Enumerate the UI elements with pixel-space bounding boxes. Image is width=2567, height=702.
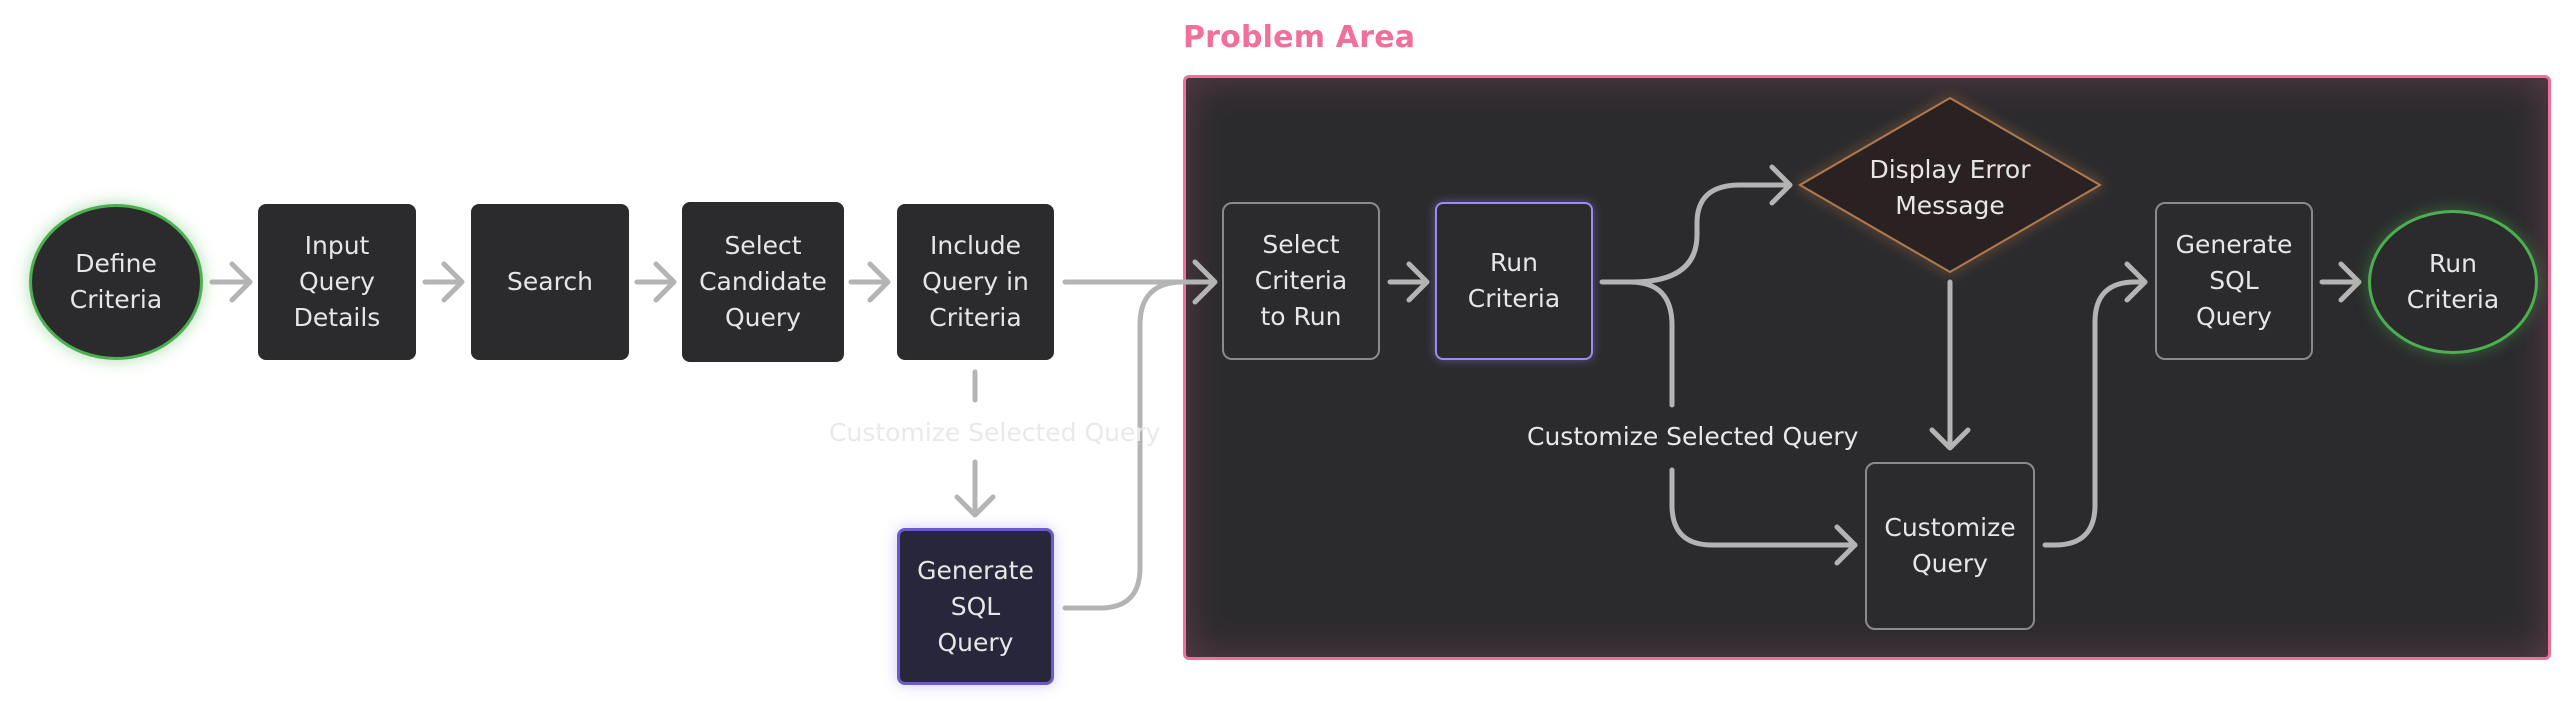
node-label: Select Criteria to Run [1254,230,1348,331]
node-label: Include Query in Criteria [922,231,1029,332]
node-select-criteria-to-run: Select Criteria to Run [1222,202,1380,360]
arrow-search-to-select [634,261,677,303]
node-search: Search [471,204,629,360]
diamond-label-display-error: Display Error Message [1800,148,2100,228]
node-select-candidate-query: Select Candidate Query [682,202,844,362]
arrow-input-to-search [422,261,465,303]
node-generate-sql-query-left: Generate SQL Query [897,528,1054,685]
node-label: Display Error Message [1869,155,2031,220]
end-node-run-criteria: Run Criteria [2368,210,2538,354]
node-label: Search [507,267,593,296]
node-run-criteria: Run Criteria [1435,202,1593,360]
start-node-define-criteria: Define Criteria [29,204,203,360]
label-customize-selected-query-outer: Customize Selected Query [829,418,1161,447]
arrow-define-to-input [209,261,253,303]
node-include-query-in-criteria: Include Query in Criteria [897,204,1054,360]
node-label: Customize Query [1884,513,2016,578]
node-label: Run Criteria [1467,248,1561,313]
label-customize-selected-query-inner: Customize Selected Query [1527,422,1859,451]
node-label: Generate SQL Query [2175,230,2293,331]
node-customize-query: Customize Query [1865,462,2035,630]
problem-area-title: Problem Area [1183,20,1416,55]
node-label: Run Criteria [2406,249,2500,314]
node-label: Select Candidate Query [699,231,827,332]
node-label: Define Criteria [69,249,163,314]
node-label: Generate SQL Query [917,555,1034,657]
arrow-include-down-generate [954,459,996,518]
node-generate-sql-query-right: Generate SQL Query [2155,202,2313,360]
node-input-query-details: Input Query Details [258,204,416,360]
arrow-select-to-include [848,261,891,303]
node-label: Input Query Details [293,231,381,332]
